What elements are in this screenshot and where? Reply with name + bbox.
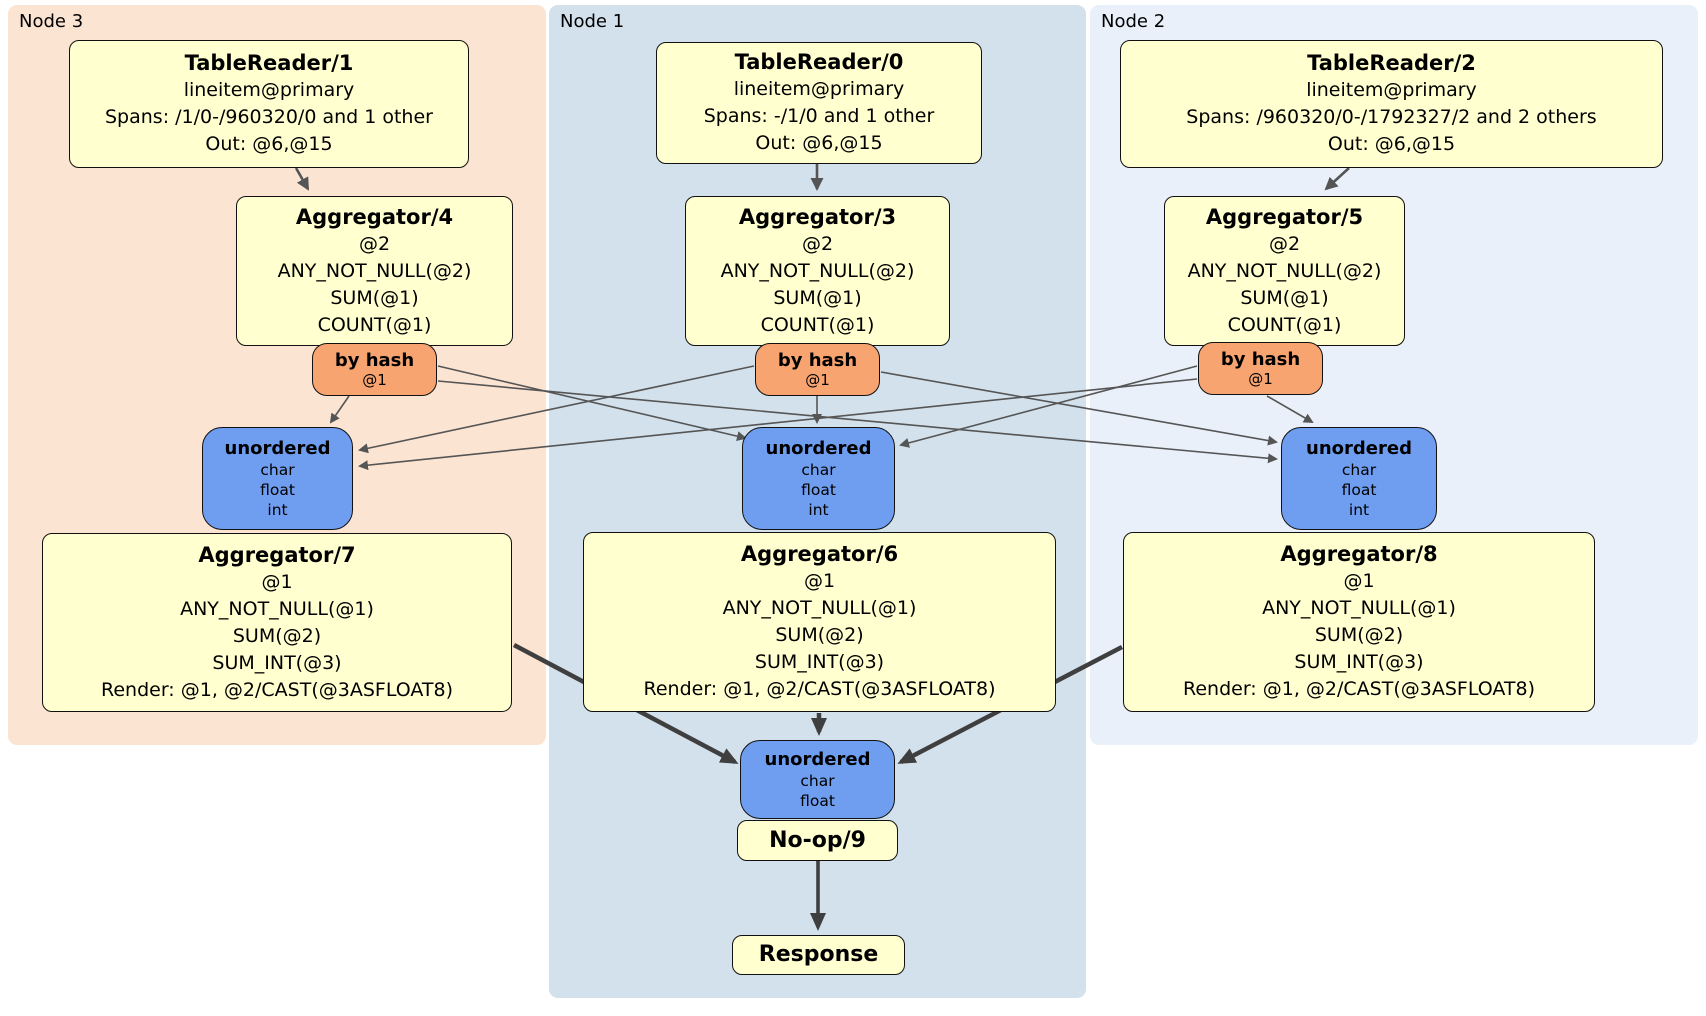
router-title: by hash bbox=[777, 350, 858, 371]
processor-line: Out: @6,@15 bbox=[1327, 133, 1456, 155]
processor-title: Aggregator/7 bbox=[198, 542, 356, 567]
processor-line: SUM(@2) bbox=[1314, 624, 1404, 646]
sync-line: float bbox=[800, 792, 835, 810]
region-label-node-1: Node 1 bbox=[560, 11, 625, 32]
router-by-hash-node2: by hash @1 bbox=[1198, 342, 1323, 395]
processor-line: @2 bbox=[358, 232, 391, 255]
sync-line: float bbox=[260, 481, 295, 499]
processor-line: @1 bbox=[803, 570, 836, 592]
processor-line: ANY_NOT_NULL(@2) bbox=[277, 259, 472, 282]
processor-aggregator-3: Aggregator/3 @2 ANY_NOT_NULL(@2) SUM(@1)… bbox=[685, 196, 950, 346]
sync-line: char bbox=[801, 461, 836, 479]
processor-line: ANY_NOT_NULL(@2) bbox=[1187, 259, 1382, 282]
processor-line: COUNT(@1) bbox=[1227, 313, 1342, 336]
sync-line: char bbox=[800, 772, 835, 790]
processor-tablereader-0: TableReader/0 lineitem@primary Spans: -/… bbox=[656, 42, 982, 164]
router-by-hash-node1: by hash @1 bbox=[755, 343, 880, 396]
processor-line: lineitem@primary bbox=[733, 78, 905, 100]
processor-line: ANY_NOT_NULL(@2) bbox=[720, 259, 915, 282]
processor-noop-9: No-op/9 bbox=[737, 820, 898, 861]
processor-line: Render: @1, @2/CAST(@3ASFLOAT8) bbox=[101, 678, 453, 701]
processor-line: ANY_NOT_NULL(@1) bbox=[722, 597, 917, 619]
processor-line: SUM(@2) bbox=[232, 624, 322, 647]
processor-line: SUM_INT(@3) bbox=[212, 651, 342, 674]
router-title: by hash bbox=[334, 350, 415, 371]
processor-line: Out: @6,@15 bbox=[755, 132, 883, 154]
response-node: Response bbox=[732, 935, 905, 975]
sync-title: unordered bbox=[224, 438, 331, 459]
sync-title: unordered bbox=[1306, 438, 1412, 459]
sync-title: unordered bbox=[764, 749, 871, 770]
processor-line: SUM(@2) bbox=[775, 624, 864, 646]
processor-tablereader-1: TableReader/1 lineitem@primary Spans: /1… bbox=[69, 40, 469, 168]
processor-title: Aggregator/3 bbox=[738, 204, 897, 229]
processor-line: SUM(@1) bbox=[330, 286, 419, 309]
processor-tablereader-2: TableReader/2 lineitem@primary Spans: /9… bbox=[1120, 40, 1663, 168]
sync-unordered-final: unordered char float bbox=[740, 740, 895, 819]
processor-title: No-op/9 bbox=[769, 827, 866, 853]
sync-line: float bbox=[801, 481, 836, 499]
processor-line: @2 bbox=[801, 232, 834, 255]
processor-line: Render: @1, @2/CAST(@3ASFLOAT8) bbox=[1183, 678, 1535, 700]
processor-line: COUNT(@1) bbox=[760, 313, 875, 336]
processor-line: Out: @6,@15 bbox=[205, 133, 333, 155]
processor-line: Spans: /960320/0-/1792327/2 and 2 others bbox=[1186, 106, 1597, 128]
sync-unordered-node2: unordered char float int bbox=[1281, 427, 1437, 530]
processor-line: Render: @1, @2/CAST(@3ASFLOAT8) bbox=[643, 678, 996, 700]
router-title: by hash bbox=[1220, 349, 1301, 370]
processor-line: @2 bbox=[1268, 232, 1301, 255]
processor-line: SUM(@1) bbox=[773, 286, 862, 309]
processor-title: TableReader/0 bbox=[734, 50, 904, 74]
sync-line: char bbox=[260, 461, 295, 479]
processor-line: SUM_INT(@3) bbox=[1294, 651, 1424, 673]
sync-line: int bbox=[1348, 501, 1370, 519]
processor-line: lineitem@primary bbox=[1306, 79, 1477, 101]
processor-line: SUM_INT(@3) bbox=[754, 651, 885, 673]
sync-title: unordered bbox=[765, 438, 872, 459]
processor-line: @1 bbox=[261, 570, 293, 593]
processor-line: Spans: /1/0-/960320/0 and 1 other bbox=[105, 106, 433, 128]
processor-aggregator-7: Aggregator/7 @1 ANY_NOT_NULL(@1) SUM(@2)… bbox=[42, 533, 512, 712]
processor-title: TableReader/2 bbox=[1307, 51, 1476, 75]
processor-line: SUM(@1) bbox=[1240, 286, 1329, 309]
sync-line: int bbox=[267, 501, 288, 519]
processor-line: lineitem@primary bbox=[183, 79, 355, 101]
processor-title: Aggregator/4 bbox=[295, 204, 454, 229]
processor-title: TableReader/1 bbox=[184, 51, 354, 75]
processor-line: ANY_NOT_NULL(@1) bbox=[1262, 597, 1456, 619]
sync-line: int bbox=[808, 501, 829, 519]
processor-aggregator-6: Aggregator/6 @1 ANY_NOT_NULL(@1) SUM(@2)… bbox=[583, 532, 1056, 712]
router-line: @1 bbox=[362, 371, 387, 389]
region-label-node-2: Node 2 bbox=[1101, 11, 1166, 32]
sync-unordered-node3: unordered char float int bbox=[202, 427, 353, 530]
processor-aggregator-4: Aggregator/4 @2 ANY_NOT_NULL(@2) SUM(@1)… bbox=[236, 196, 513, 346]
processor-line: COUNT(@1) bbox=[317, 313, 432, 336]
processor-title: Aggregator/5 bbox=[1205, 204, 1364, 229]
processor-title: Response bbox=[758, 942, 879, 967]
sync-line: float bbox=[1341, 481, 1377, 499]
processor-line: ANY_NOT_NULL(@1) bbox=[180, 597, 374, 620]
processor-title: Aggregator/6 bbox=[740, 542, 899, 566]
processor-line: Spans: -/1/0 and 1 other bbox=[703, 105, 935, 127]
router-line: @1 bbox=[805, 371, 830, 389]
processor-title: Aggregator/8 bbox=[1280, 542, 1438, 566]
processor-line: @1 bbox=[1343, 570, 1375, 592]
processor-aggregator-8: Aggregator/8 @1 ANY_NOT_NULL(@1) SUM(@2)… bbox=[1123, 532, 1595, 712]
router-line: @1 bbox=[1248, 370, 1273, 388]
processor-aggregator-5: Aggregator/5 @2 ANY_NOT_NULL(@2) SUM(@1)… bbox=[1164, 196, 1405, 346]
sync-unordered-node1: unordered char float int bbox=[742, 427, 895, 530]
sync-line: char bbox=[1341, 461, 1377, 479]
region-label-node-3: Node 3 bbox=[19, 11, 84, 32]
router-by-hash-node3: by hash @1 bbox=[312, 343, 437, 396]
